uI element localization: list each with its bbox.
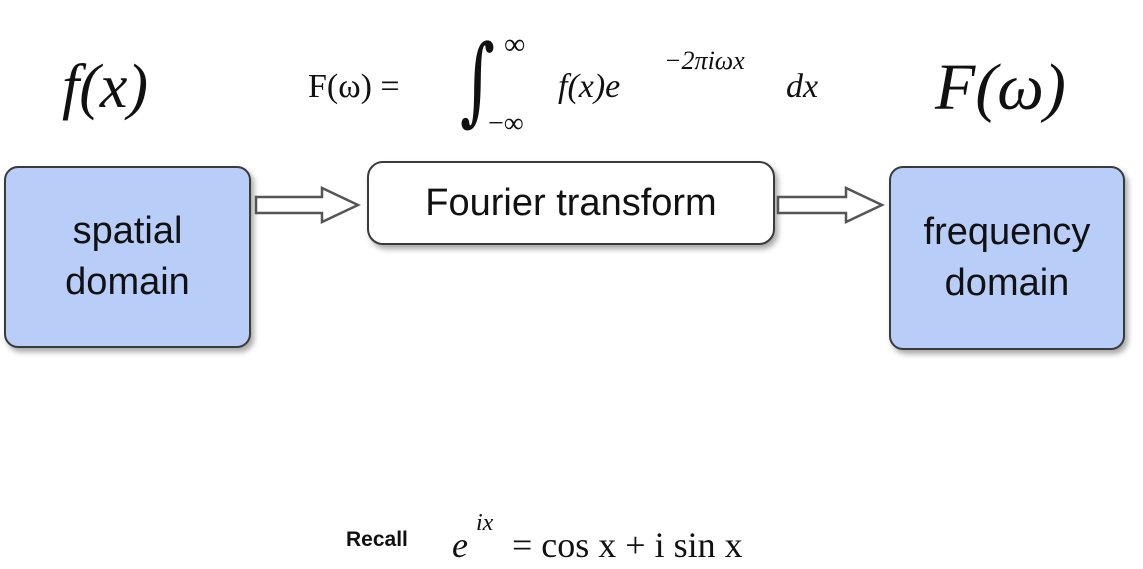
frequency-domain-box: frequency domain (889, 166, 1125, 350)
integral-upper-limit: ∞ (504, 28, 526, 61)
formula-differential: dx (786, 68, 819, 105)
recall-label: Recall (346, 528, 408, 551)
euler-formula-reminder: Recall e ix = cos x + i sin x (346, 510, 816, 566)
fourier-transform-formula: F(ω) = ∫ ∞ −∞ f(x)e −2πiωx dx (308, 24, 838, 139)
integral-lower-limit: −∞ (488, 108, 524, 139)
spatial-box-line2: domain (65, 261, 190, 303)
transform-box-label: Fourier transform (425, 181, 717, 224)
euler-lhs-exponent: ix (476, 510, 494, 536)
formula-exponent: −2πiωx (664, 46, 745, 75)
euler-lhs-base: e (452, 525, 468, 565)
frequency-box-line2: domain (944, 262, 1070, 304)
spatial-box-line1: spatial (72, 209, 183, 252)
formula-lhs: F(ω) = (308, 68, 400, 105)
arrow-right-icon (776, 186, 885, 224)
frequency-box-line1: frequency (923, 210, 1091, 253)
arrow-right-icon (254, 186, 361, 224)
frequency-function-label: F(ω) (935, 51, 1066, 124)
spatial-function-label: f(x) (62, 53, 149, 121)
euler-rhs: = cos x + i sin x (512, 525, 743, 565)
formula-integrand: f(x)e (558, 68, 621, 105)
integral-sign: ∫ (460, 24, 496, 136)
spatial-domain-box: spatial domain (4, 166, 251, 348)
fourier-transform-box: Fourier transform (367, 161, 775, 245)
